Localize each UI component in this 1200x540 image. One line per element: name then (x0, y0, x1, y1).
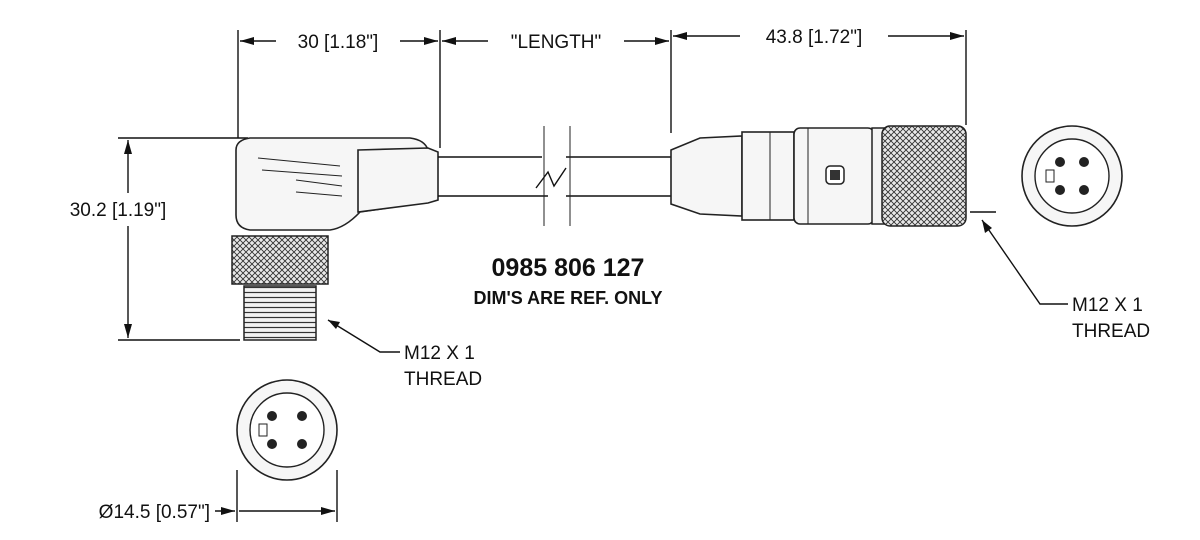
pin-3 (267, 439, 277, 449)
arrow-head (424, 37, 438, 45)
end-view-inner (1034, 138, 1110, 214)
arrow-head (328, 320, 340, 329)
top-dimensions: 30 [1.18"] "LENGTH" 43.8 [1.72"] (237, 27, 967, 148)
arrow-head (124, 324, 132, 338)
right-angle-connector (231, 137, 439, 341)
pin-4 (297, 439, 307, 449)
cable-break-zigzag (535, 167, 567, 189)
right-thread-line2: THREAD (1072, 321, 1150, 342)
thread-shank (243, 285, 317, 341)
left-thread-line2: THREAD (404, 369, 482, 390)
arrow-head (124, 140, 132, 154)
arrow-head (240, 37, 254, 45)
end-view-inner (249, 392, 325, 468)
right-connector-length-label: 43.8 [1.72"] (766, 27, 863, 48)
keyway (1045, 169, 1055, 183)
arrow-head (982, 220, 992, 233)
socket-1 (1055, 157, 1065, 167)
brand-logo-mark (830, 170, 840, 180)
socket-3 (1055, 185, 1065, 195)
right-thread-line1: M12 X 1 (1072, 295, 1143, 316)
arrow-head (221, 507, 235, 515)
arrow-head (321, 507, 335, 515)
reference-note: DIM'S ARE REF. ONLY (474, 288, 663, 308)
straight-connector-tail (670, 135, 743, 217)
male-end-view (236, 379, 338, 481)
pin-2 (297, 411, 307, 421)
arrow-head (442, 37, 456, 45)
cable-length-label: "LENGTH" (511, 32, 602, 53)
arrow-head (655, 37, 669, 45)
right-thread-callout: M12 X 1 THREAD (970, 211, 1150, 342)
socket-4 (1079, 185, 1089, 195)
height-dimension: 30.2 [1.19"] (70, 137, 248, 341)
diameter-label: Ø14.5 [0.57"] (99, 502, 210, 523)
knurled-coupling-nut (881, 125, 967, 227)
height-label: 30.2 [1.19"] (70, 200, 167, 221)
knurled-coupling-nut (231, 235, 329, 285)
keyway (258, 423, 268, 437)
part-number: 0985 806 127 (492, 254, 645, 282)
straight-connector-band (741, 131, 795, 221)
left-thread-line1: M12 X 1 (404, 343, 475, 364)
left-thread-callout: M12 X 1 THREAD (327, 319, 482, 390)
arrow-head (950, 32, 964, 40)
socket-2 (1079, 157, 1089, 167)
diameter-dimension: Ø14.5 [0.57"] (99, 470, 338, 523)
connector-strain-relief (357, 147, 439, 213)
arrow-head (673, 32, 687, 40)
pin-1 (267, 411, 277, 421)
cable (438, 126, 671, 226)
left-connector-length-label: 30 [1.18"] (298, 32, 379, 53)
straight-connector (670, 125, 967, 227)
female-end-view (1021, 125, 1123, 227)
